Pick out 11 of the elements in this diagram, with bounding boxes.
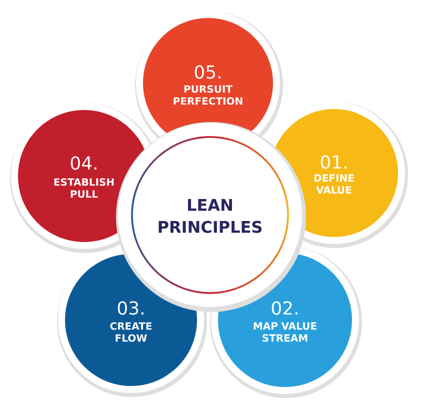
step-label: PURSUIT PERFECTION [174,85,242,105]
step-label: DEFINE VALUE [314,174,354,194]
step-number: 04. [70,156,96,170]
center-title: LEAN PRINCIPLES [158,199,262,233]
step-number: 03. [118,301,144,315]
step-label: MAP VALUE STREAM [254,322,316,342]
step-label: CREATE FLOW [110,322,152,342]
step-number: 02. [272,301,298,315]
step-label: ESTABLISH PULL [54,178,114,198]
step-number: 01. [320,155,346,169]
step-number: 05. [194,65,220,79]
